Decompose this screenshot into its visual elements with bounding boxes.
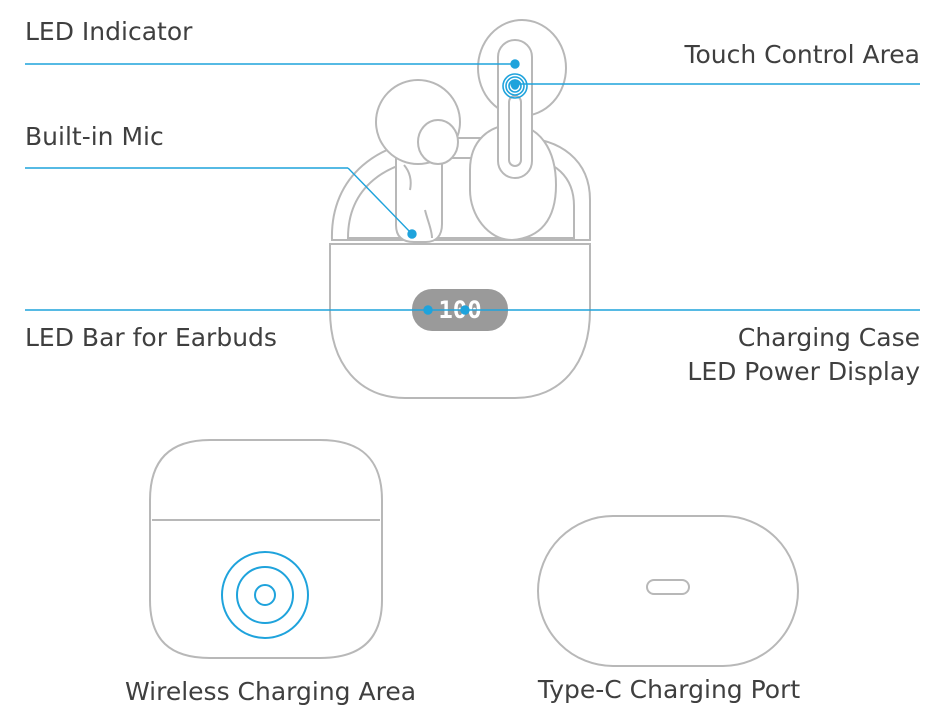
label-built-in-mic: Built-in Mic bbox=[25, 122, 164, 151]
label-charging-case: Charging Case bbox=[737, 323, 920, 352]
closed-case-bottom bbox=[537, 515, 799, 667]
left-earbud-stem bbox=[395, 149, 443, 243]
label-wireless-charging-area: Wireless Charging Area bbox=[125, 677, 417, 706]
left-earbud bbox=[375, 79, 461, 243]
closed-case-front bbox=[149, 439, 383, 659]
left-earbud-speaker bbox=[417, 119, 459, 165]
right-earbud-body bbox=[469, 123, 558, 242]
label-touch-control-area: Touch Control Area bbox=[684, 40, 920, 69]
type-c-port-icon bbox=[646, 579, 690, 595]
label-led-bar-for-earbuds: LED Bar for Earbuds bbox=[25, 323, 277, 352]
label-led-indicator: LED Indicator bbox=[25, 17, 193, 46]
leader-lines bbox=[25, 59, 920, 315]
wireless-charging-icon bbox=[221, 551, 309, 639]
right-earbud bbox=[469, 19, 567, 242]
label-led-power-display: LED Power Display bbox=[687, 357, 920, 386]
label-type-c-charging-port: Type-C Charging Port bbox=[537, 675, 801, 704]
